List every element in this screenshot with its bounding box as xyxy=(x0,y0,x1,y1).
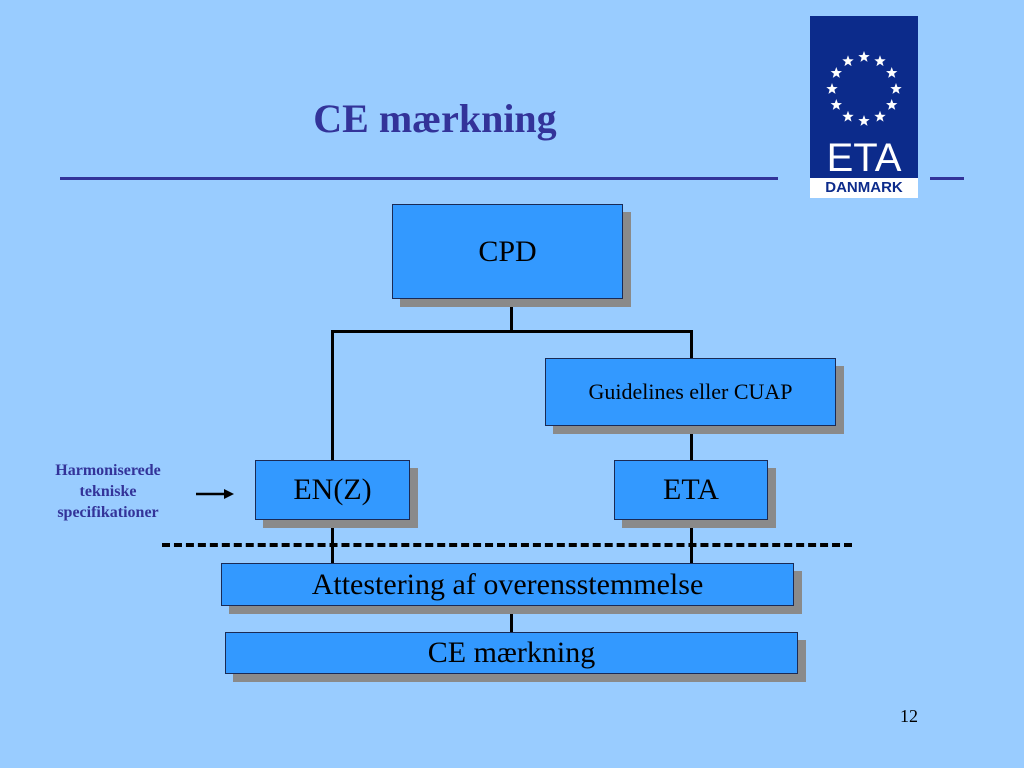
eu-star-icon xyxy=(874,55,886,67)
cpd-box-label: CPD xyxy=(478,235,537,268)
logo-danmark-text: DANMARK xyxy=(810,178,918,198)
attestation-box: Attestering af overensstemmelse xyxy=(221,563,794,606)
guidelines-box: Guidelines eller CUAP xyxy=(545,358,836,426)
connector-cpd-down xyxy=(510,299,513,333)
connector-left-vertical xyxy=(331,330,334,461)
eu-star-icon xyxy=(890,83,902,94)
title-rule-left xyxy=(60,177,778,180)
enz-box: EN(Z) xyxy=(255,460,410,520)
eu-star-icon xyxy=(858,51,870,62)
page-number: 12 xyxy=(900,706,918,726)
eta-danmark-logo: ETA DANMARK xyxy=(810,16,918,198)
eu-star-icon xyxy=(826,83,838,94)
cpd-box: CPD xyxy=(392,204,623,299)
connector-horizontal-top xyxy=(331,330,693,333)
eu-star-icon xyxy=(842,110,854,122)
connector-enz-attest xyxy=(331,520,334,564)
eu-star-icon xyxy=(858,115,870,126)
connector-attest-ce xyxy=(510,606,513,633)
arrow-right-icon xyxy=(196,489,234,499)
dashed-separator xyxy=(162,543,852,547)
connector-guidelines-eta xyxy=(690,426,693,461)
eu-star-icon xyxy=(886,99,898,110)
eu-star-icon xyxy=(886,67,898,78)
connector-right-vertical xyxy=(690,330,693,360)
eta-box: ETA xyxy=(614,460,768,520)
connector-eta-attest xyxy=(690,520,693,564)
side-label-line-1: Harmoniserede xyxy=(55,462,161,479)
eu-stars-icon xyxy=(826,51,902,126)
ce-marking-box: CE mærkning xyxy=(225,632,798,674)
harmonised-specs-label: Harmoniserede tekniske specifikationer xyxy=(28,460,188,523)
attestation-box-label: Attestering af overensstemmelse xyxy=(311,567,704,601)
eu-star-icon xyxy=(842,55,854,67)
logo-eta-text: ETA xyxy=(826,136,902,180)
eta-box-label: ETA xyxy=(663,473,719,506)
eu-star-icon xyxy=(830,67,842,78)
enz-box-label: EN(Z) xyxy=(293,473,372,506)
guidelines-box-label: Guidelines eller CUAP xyxy=(588,379,793,404)
eu-star-icon xyxy=(830,99,842,110)
slide-title: CE mærkning xyxy=(313,96,557,141)
ce-marking-box-label: CE mærkning xyxy=(427,636,596,669)
side-label-line-3: specifikationer xyxy=(57,504,159,521)
side-label-line-2: tekniske xyxy=(79,483,137,500)
eu-star-icon xyxy=(874,110,886,122)
title-rule-right xyxy=(930,177,964,180)
